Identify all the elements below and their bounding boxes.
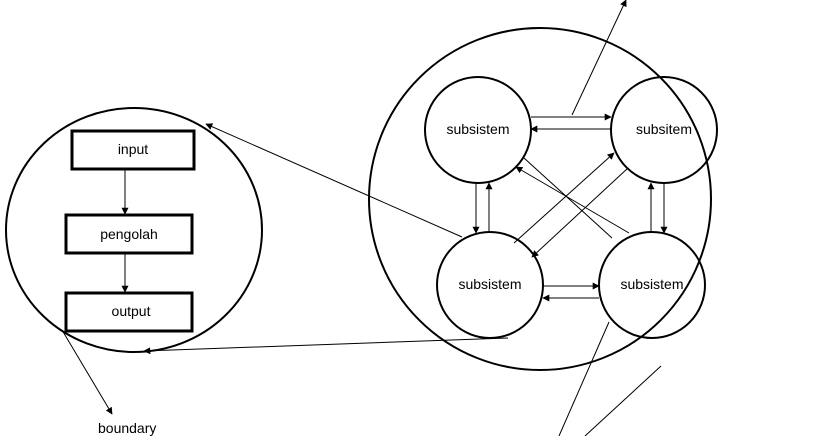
subsystem-bottom-left [436,231,544,339]
subsystems-boundary-circle [368,27,712,371]
subsystem-top-left-label: subsistem [446,121,509,137]
boundary-label: boundary [98,420,156,436]
subsystem-top-right-label: subsitem [636,121,692,137]
boundary-pointer-arrow [61,329,113,415]
process-box [64,213,194,255]
process-label: pengolah [100,226,158,242]
output-box [64,291,194,333]
input-label: input [118,141,148,157]
system-output-arrow [571,0,627,116]
arrow-tr-to-bl [531,167,629,258]
system-boundary-circle [5,107,263,353]
zoom-connector-bottom [143,337,509,355]
arrow-bl-to-tr [513,152,615,244]
subsystem-bottom-left-label: subsistem [458,276,521,292]
exit-line-right [584,365,662,436]
subsystem-bottom-right-label: subsistem [620,276,683,292]
arrow-br-to-tl [515,166,630,234]
exit-line-left [558,321,610,436]
input-box [70,129,196,171]
arrow-tl-to-br [523,157,613,239]
zoom-connector-top [205,123,463,238]
output-label: output [112,303,151,319]
